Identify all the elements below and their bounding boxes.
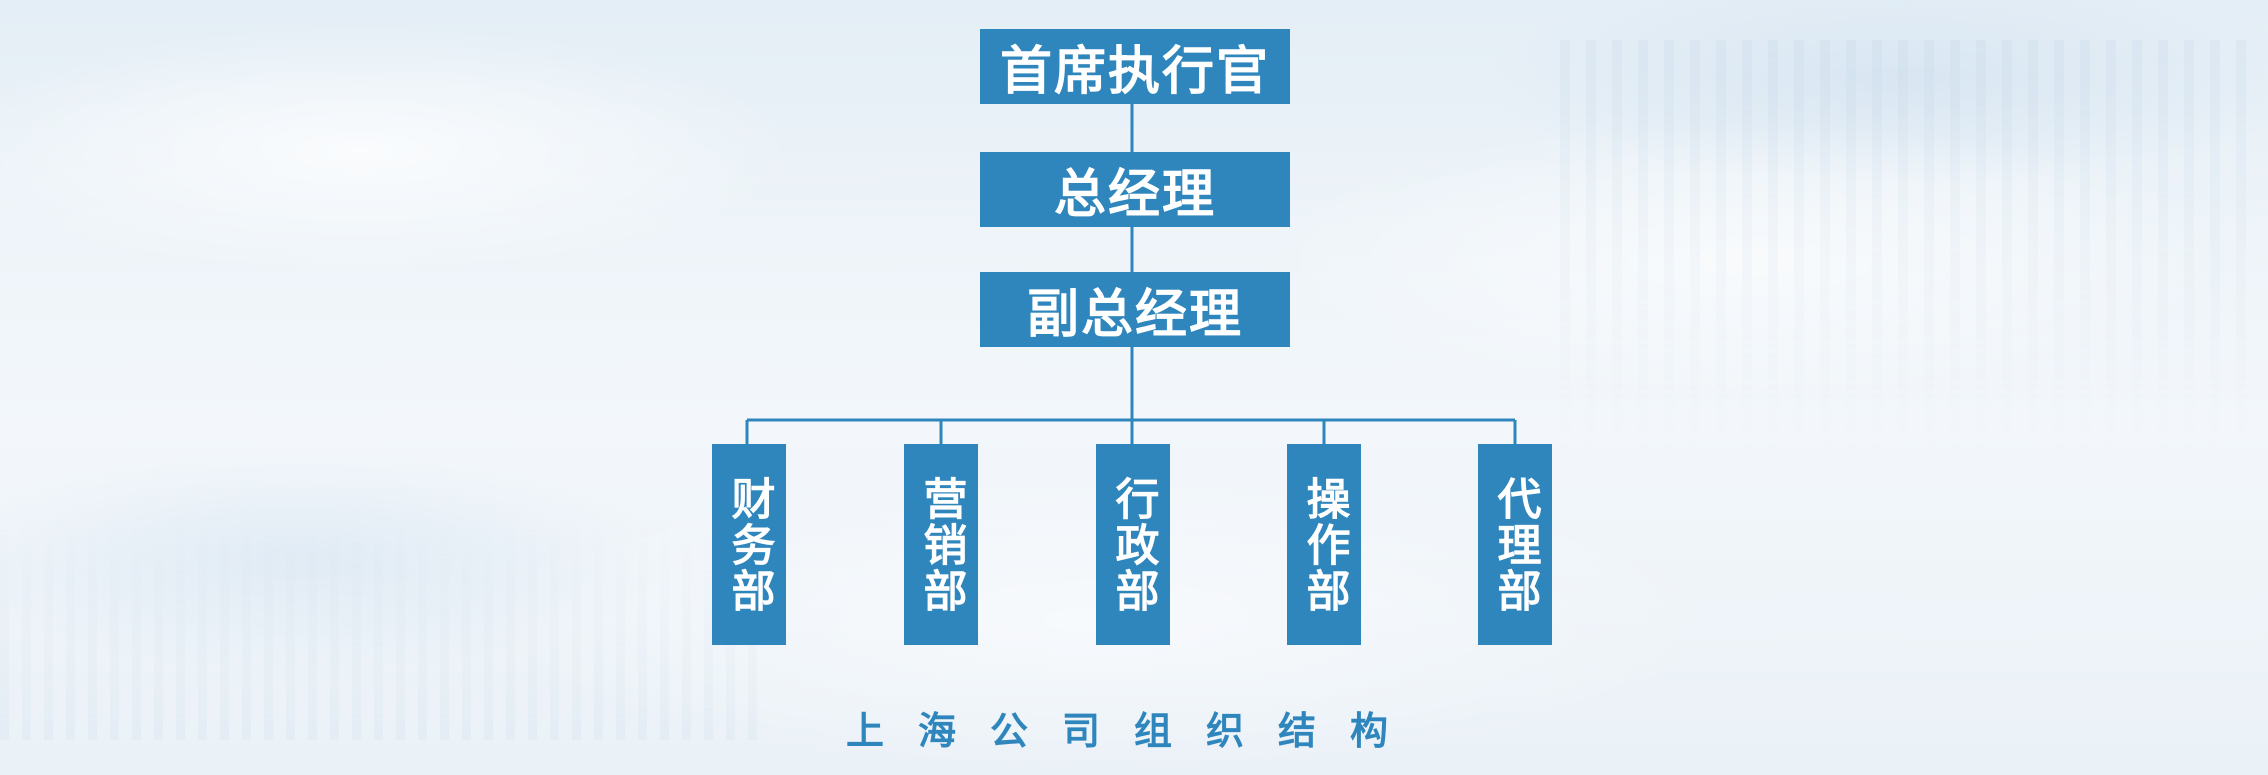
node-deputy-general-manager: 副总经理 bbox=[980, 272, 1290, 347]
node-dept-operations: 操作部 bbox=[1287, 444, 1361, 645]
node-dept-finance: 财务部 bbox=[712, 444, 786, 645]
chart-caption: 上海公司组织结构 bbox=[845, 709, 1422, 753]
node-dept-administration: 行政部 bbox=[1096, 444, 1170, 645]
node-dept-agency: 代理部 bbox=[1478, 444, 1552, 645]
background-building-left bbox=[0, 520, 760, 740]
background-building-right bbox=[1560, 40, 2260, 460]
node-dept-marketing: 营销部 bbox=[904, 444, 978, 645]
node-general-manager: 总经理 bbox=[980, 152, 1290, 227]
node-ceo: 首席执行官 bbox=[980, 29, 1290, 104]
